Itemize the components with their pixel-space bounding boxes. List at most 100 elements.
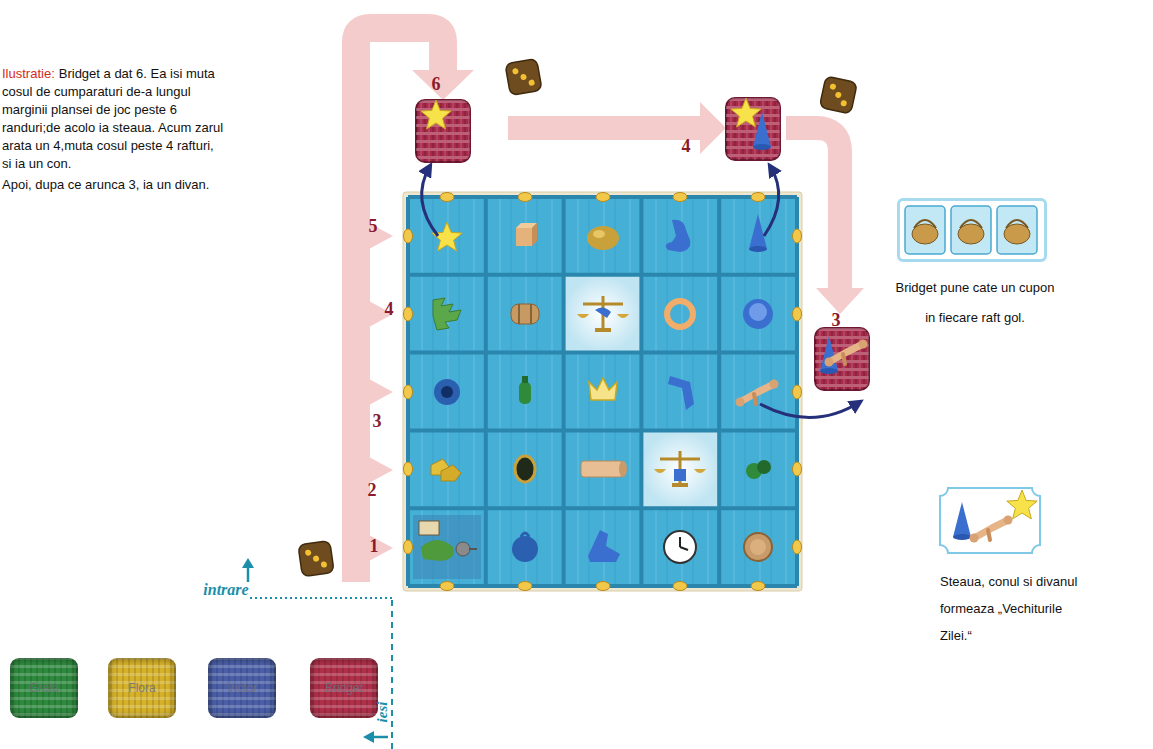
scales-item <box>583 303 623 306</box>
player-name: Flora <box>128 681 155 695</box>
scales-item <box>654 451 706 487</box>
entry-line <box>250 597 392 599</box>
exit-arrow <box>372 736 388 739</box>
player-basket: Greta <box>10 658 78 718</box>
coupon <box>997 206 1037 254</box>
shoes-item <box>431 459 461 481</box>
clock-item <box>679 537 681 547</box>
ring-item <box>434 379 460 405</box>
edge-tab <box>440 193 454 202</box>
edge-tab <box>440 582 454 591</box>
edge-tab <box>404 385 413 399</box>
coupon <box>905 206 1037 254</box>
scales-item <box>654 469 666 473</box>
arrow-head <box>412 70 474 100</box>
coupon <box>905 206 945 254</box>
cylinder-item <box>515 456 535 482</box>
ring-item <box>434 379 460 405</box>
bowl-item <box>749 303 767 321</box>
player-basket: Bridget <box>310 658 378 718</box>
player-basket: Flora <box>108 658 176 718</box>
game-board <box>403 192 802 591</box>
scale-cell <box>641 430 719 508</box>
entry-arrow <box>247 566 250 582</box>
player-name: Victor <box>227 681 257 695</box>
bag-item <box>521 533 529 537</box>
exit-label: iesi <box>374 702 391 723</box>
scales-item <box>694 469 706 473</box>
step-number: 4 <box>385 299 394 320</box>
entry-label: intrare <box>203 581 248 599</box>
box-item <box>516 228 532 246</box>
shopping-basket <box>416 100 470 162</box>
edge-tab <box>751 193 765 202</box>
star-item <box>1007 490 1037 519</box>
pot-item <box>593 230 605 238</box>
edge-tab <box>404 462 413 476</box>
barrel-item <box>530 304 532 324</box>
scales-item <box>660 458 700 461</box>
barrel-item <box>511 304 539 324</box>
step-number: 4 <box>682 136 691 157</box>
rule-text: Apoi, dupa ce arunca 3, ia un divan. <box>2 177 209 192</box>
edge-tab <box>793 229 802 243</box>
cone-item <box>953 502 971 540</box>
step-number: 3 <box>373 411 382 432</box>
arrow-head <box>700 102 726 154</box>
start-item <box>413 515 481 579</box>
shopping-basket <box>726 98 780 160</box>
box-item <box>532 223 537 246</box>
pot-item <box>587 226 619 250</box>
take-arrow <box>422 166 438 236</box>
divan-item <box>970 516 1013 543</box>
row-notch <box>369 535 393 561</box>
clock-item <box>664 531 696 563</box>
items-card-outline <box>940 488 1040 553</box>
items-card: Steaua, conul si divanul formeaza „Vechi… <box>940 488 1040 553</box>
shoes-item <box>441 465 461 481</box>
box-item <box>516 223 537 246</box>
coupon <box>960 220 982 228</box>
roll-item <box>581 461 623 477</box>
scale-cell <box>564 275 642 353</box>
scales-item <box>595 328 611 332</box>
start-item <box>456 542 470 556</box>
bag-item <box>512 533 538 562</box>
edge-tab <box>751 582 765 591</box>
sock-item <box>666 220 691 252</box>
card-caption: Bridget pune cate un cupon in fiecare ra… <box>890 273 1060 333</box>
pot-item <box>587 226 619 250</box>
start-item <box>413 515 481 579</box>
crown-item <box>589 378 617 400</box>
bottles-item <box>757 460 771 474</box>
step-number: 2 <box>368 480 377 501</box>
step-number: 3 <box>832 310 841 331</box>
take-arrow <box>764 166 779 236</box>
exit-arrow <box>363 731 374 743</box>
start-item <box>469 548 477 550</box>
shelf-grid <box>408 197 797 586</box>
roll-item <box>619 461 627 477</box>
take-arrow <box>760 402 860 418</box>
scales-item <box>595 307 611 318</box>
entry-exit-marks <box>242 558 392 749</box>
star-item <box>432 222 462 251</box>
bag-item <box>512 536 538 562</box>
edge-tab <box>404 307 413 321</box>
board-surface <box>408 197 797 586</box>
coupon <box>1006 220 1028 228</box>
player-name: Bridget <box>325 681 363 695</box>
tree-item <box>433 298 461 330</box>
star-item <box>731 98 761 127</box>
edge-tab <box>793 540 802 554</box>
start-item <box>419 521 439 535</box>
barrel-item <box>744 533 772 561</box>
rule-paragraph: Ilustratie:Bridget a dat 6. Ea isi muta … <box>2 65 224 173</box>
shoe-item <box>588 530 620 562</box>
exit-line <box>391 600 393 749</box>
rule-paragraph: Apoi, dupa ce arunca 3, ia un divan. <box>2 176 242 194</box>
edge-tab <box>596 193 610 202</box>
divan-item <box>825 340 868 367</box>
clock-item <box>664 531 696 563</box>
